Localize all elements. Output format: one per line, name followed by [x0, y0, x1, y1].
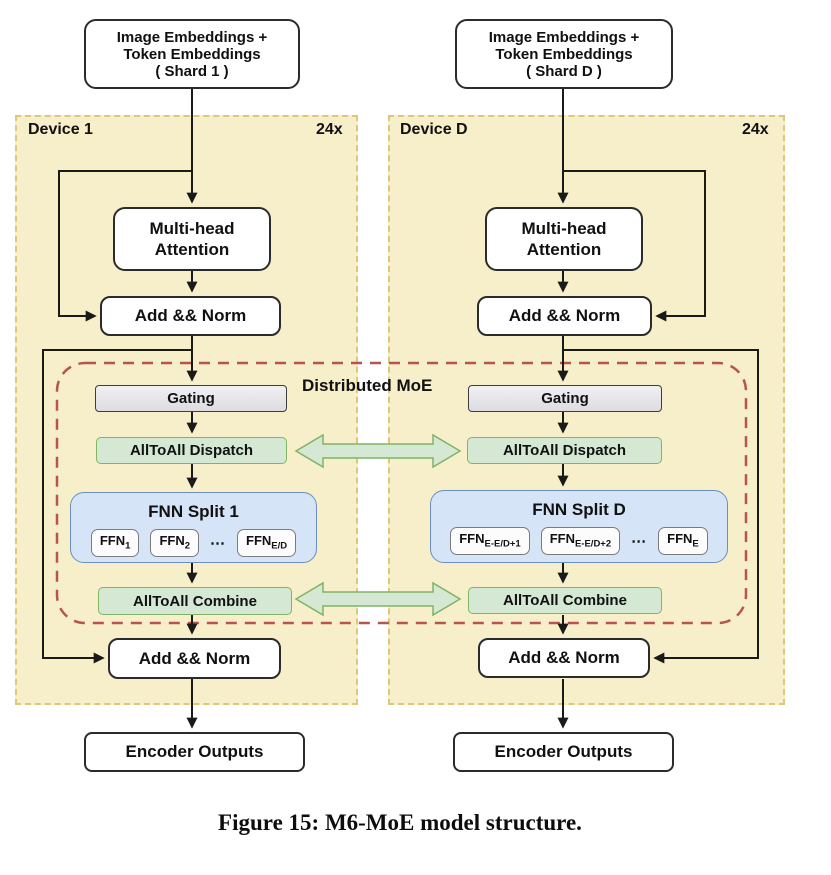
ffn-expert-row: FFN1 FFN2 ⋯ FFNE/D — [90, 529, 297, 557]
multi-head-attention-box-left: Multi-head Attention — [113, 207, 271, 271]
encoder-outputs-label: Encoder Outputs — [494, 742, 633, 761]
ffn-expert-row: FFNE-E/D+1 FFNE-E/D+2 ⋯ FFNE — [450, 527, 708, 555]
ffn-base: FFN — [549, 531, 575, 546]
input-line-1: Image Embeddings + — [116, 28, 268, 46]
ffn-expert-chip: FFNE-E/D+2 — [540, 527, 621, 555]
ffn-expert-chip: FFNE-E/D+1 — [450, 527, 530, 555]
mha-line-1: Multi-head — [149, 219, 235, 238]
add-norm-label: Add && Norm — [508, 648, 620, 667]
gating-box-left: Gating — [95, 385, 287, 412]
alltoall-dispatch-box-right: AllToAll Dispatch — [467, 437, 662, 464]
ffn-subscript: 1 — [125, 540, 131, 552]
input-embeddings-box-shard-d: Image Embeddings + Token Embeddings ( Sh… — [455, 19, 673, 89]
fnn-split-title: FNN Split D — [532, 500, 626, 519]
mha-line-2: Attention — [526, 240, 602, 259]
repeat-24x-label-left: 24x — [316, 121, 343, 138]
add-norm-top-box-left: Add && Norm — [100, 296, 281, 336]
figure-caption: Figure 15: M6-MoE model structure. — [218, 810, 582, 835]
ffn-subscript: E/D — [271, 540, 288, 552]
encoder-outputs-box-left: Encoder Outputs — [84, 732, 305, 772]
add-norm-label: Add && Norm — [138, 648, 251, 668]
ffn-expert-chip: FFN1 — [90, 529, 140, 557]
ffn-expert-chip: FFNE — [658, 527, 708, 555]
alltoall-combine-box-left: AllToAll Combine — [98, 587, 292, 615]
ffn-subscript: 2 — [184, 540, 191, 552]
mha-line-1: Multi-head — [521, 219, 607, 238]
ellipsis: ⋯ — [631, 532, 648, 550]
ffn-base: FFN — [459, 531, 485, 546]
add-norm-label: Add && Norm — [134, 306, 247, 325]
alltoall-dispatch-box-left: AllToAll Dispatch — [96, 437, 287, 464]
ffn-subscript: E — [692, 538, 699, 550]
add-norm-bottom-box-right: Add && Norm — [478, 638, 650, 678]
dispatch-label: AllToAll Dispatch — [502, 442, 627, 459]
combine-label: AllToAll Combine — [133, 592, 257, 610]
device-1-label: Device 1 — [28, 121, 93, 138]
mha-line-2: Attention — [154, 240, 230, 259]
alltoall-combine-box-right: AllToAll Combine — [468, 587, 662, 614]
input-embeddings-box-shard-1: Image Embeddings + Token Embeddings ( Sh… — [84, 19, 300, 89]
fnn-split-title: FNN Split 1 — [148, 502, 239, 521]
add-norm-top-box-right: Add && Norm — [477, 296, 652, 336]
ffn-expert-chip: FFNE/D — [237, 529, 297, 557]
ffn-subscript: E-E/D+2 — [574, 538, 612, 550]
input-line-2: Token Embeddings — [123, 45, 261, 63]
multi-head-attention-box-right: Multi-head Attention — [485, 207, 643, 271]
ellipsis: ⋯ — [210, 534, 227, 552]
input-line-1: Image Embeddings + — [488, 28, 640, 46]
ffn-base: FFN — [246, 533, 272, 548]
distributed-moe-label: Distributed MoE — [302, 376, 433, 395]
ffn-subscript: E-E/D+1 — [484, 538, 521, 550]
ffn-base: FFN — [159, 533, 185, 548]
encoder-outputs-box-right: Encoder Outputs — [453, 732, 674, 772]
repeat-24x-label-right: 24x — [742, 121, 769, 138]
dispatch-label: AllToAll Dispatch — [129, 442, 254, 459]
gating-label: Gating — [541, 390, 589, 407]
input-line-3: ( Shard 1 ) — [155, 62, 229, 80]
encoder-outputs-label: Encoder Outputs — [125, 742, 264, 761]
add-norm-label: Add && Norm — [508, 306, 621, 325]
input-line-3: ( Shard D ) — [526, 62, 602, 80]
fnn-split-d-box: FNN Split D FFNE-E/D+1 FFNE-E/D+2 ⋯ FFNE — [430, 490, 728, 563]
ffn-base: FFN — [667, 531, 693, 546]
add-norm-bottom-box-left: Add && Norm — [108, 638, 281, 679]
fnn-split-1-box: FNN Split 1 FFN1 FFN2 ⋯ FFNE/D — [70, 492, 317, 563]
gating-label: Gating — [167, 390, 215, 407]
device-d-label: Device D — [400, 121, 468, 138]
ffn-base: FFN — [99, 533, 126, 548]
input-line-2: Token Embeddings — [495, 45, 633, 63]
combine-label: AllToAll Combine — [503, 592, 627, 609]
ffn-expert-chip: FFN2 — [150, 529, 200, 557]
gating-box-right: Gating — [468, 385, 662, 412]
